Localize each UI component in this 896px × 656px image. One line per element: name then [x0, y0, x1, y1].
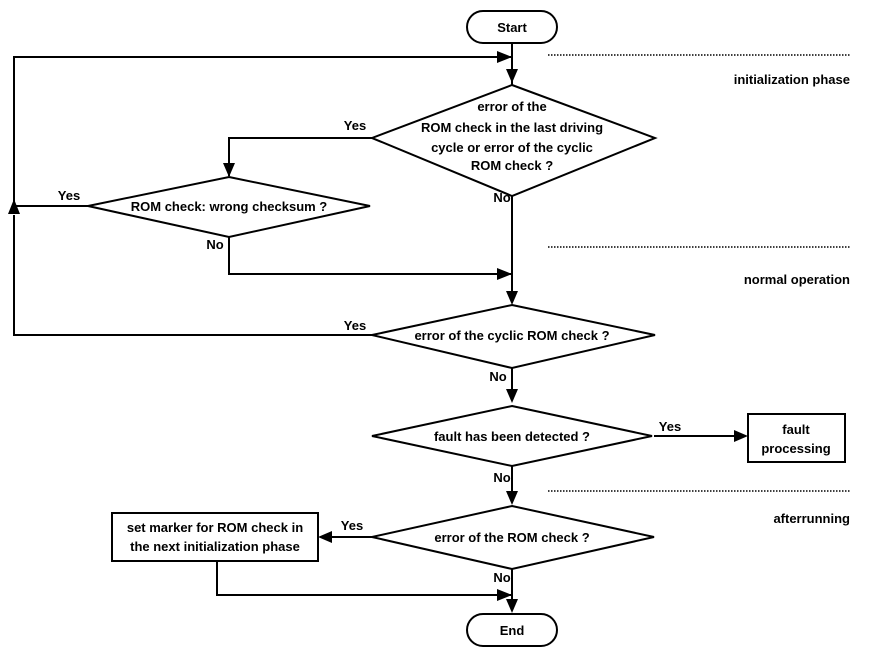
branch-yes-label: Yes — [344, 118, 366, 133]
decision-rom-check-error-label: error of the ROM check ? — [434, 530, 589, 545]
decision-rom-error-history-line-4: ROM check ? — [471, 158, 553, 173]
arrowhead — [497, 268, 512, 280]
process-fault-processing — [747, 413, 846, 463]
arrowhead — [506, 491, 518, 505]
arrowhead — [223, 163, 235, 177]
end-terminal — [466, 613, 558, 647]
arrowhead — [497, 589, 512, 601]
process-fault-processing-line-2: processing — [761, 441, 830, 456]
branch-no-label: No — [206, 237, 223, 252]
arrowhead — [318, 531, 332, 543]
start-terminal — [466, 10, 558, 44]
arrowhead — [506, 291, 518, 305]
start-label: Start — [497, 20, 527, 35]
decision-rom-error-history — [369, 83, 658, 198]
branch-yes-label: Yes — [58, 188, 80, 203]
branch-no-label: No — [493, 470, 510, 485]
branch-no-label: No — [489, 369, 506, 384]
branch-yes-label: Yes — [659, 419, 681, 434]
arrowhead — [497, 51, 512, 63]
arrowhead — [8, 199, 20, 214]
arrowhead — [734, 430, 748, 442]
arrowhead — [506, 69, 518, 83]
arrowhead — [506, 389, 518, 403]
end-label: End — [500, 623, 525, 638]
decision-fault-detected-label: fault has been detected ? — [434, 429, 590, 444]
arrowheads — [8, 51, 748, 613]
decision-cyclic-rom-error-label: error of the cyclic ROM check ? — [414, 328, 609, 343]
process-set-marker — [111, 512, 319, 562]
phase-label-normal: normal operation — [744, 272, 850, 287]
branch-no-label: No — [493, 190, 510, 205]
process-set-marker-line-1: set marker for ROM check in — [127, 520, 303, 535]
decision-rom-error-history-line-1: error of the — [477, 99, 546, 114]
branch-yes-label: Yes — [341, 518, 363, 533]
decision-rom-error-history-line-2: ROM check in the last driving — [421, 120, 603, 135]
decision-rom-error-history-line-3: cycle or error of the cyclic — [431, 140, 593, 155]
decision-wrong-checksum-label: ROM check: wrong checksum ? — [131, 199, 328, 214]
decision-rom-check-error — [371, 504, 655, 571]
decision-cyclic-rom-error — [371, 303, 656, 370]
decision-fault-detected — [371, 404, 653, 468]
branch-no-label: No — [493, 570, 510, 585]
connectors — [13, 43, 742, 604]
phase-label-afterrunning: afterrunning — [773, 511, 850, 526]
phase-label-initialization: initialization phase — [734, 72, 850, 87]
arrowhead — [506, 599, 518, 613]
process-fault-processing-line-1: fault — [782, 422, 810, 437]
decision-wrong-checksum — [87, 175, 371, 239]
process-set-marker-line-2: the next initialization phase — [130, 539, 300, 554]
branch-yes-label: Yes — [344, 318, 366, 333]
